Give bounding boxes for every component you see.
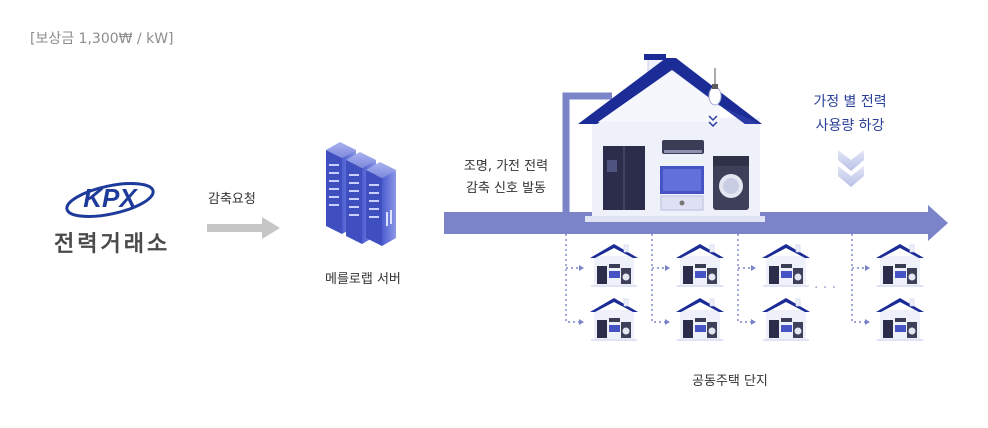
decrease-chevron-icon [838, 150, 864, 187]
small-houses-group [590, 244, 924, 341]
request-label: 감축요청 [208, 192, 256, 207]
apartment-house-icon [876, 244, 924, 287]
distribution-arrowheads [579, 265, 870, 325]
kpx-logo-text: KPX [83, 183, 138, 213]
apartment-house-icon [590, 244, 638, 287]
kpx-name: 전력거래소 [54, 232, 171, 257]
signal-label-line2: 감축 신호 발동 [465, 181, 547, 196]
server-label: 메를로랩 서버 [325, 272, 401, 287]
reduce-label: 가정 별 전력 사용량 하강 [800, 90, 900, 138]
apartment-house-icon [762, 298, 810, 341]
signal-label-line1: 조명, 가전 전력 [463, 159, 549, 174]
apartment-house-icon [590, 298, 638, 341]
kpx-logo: KPX [65, 182, 155, 218]
complex-label: 공동주택 단지 [692, 374, 768, 389]
reduce-label-line2: 사용량 하강 [815, 118, 885, 134]
signal-label: 조명, 가전 전력 감축 신호 발동 [446, 156, 566, 200]
request-arrow [207, 217, 280, 239]
apartment-house-icon [676, 244, 724, 287]
signal-arrow [444, 92, 948, 241]
server-rack-icon [326, 142, 396, 246]
apartment-house-icon [762, 244, 810, 287]
apartment-house-icon [876, 298, 924, 341]
ellipsis: · · · [814, 280, 837, 296]
apartment-house-icon [676, 298, 724, 341]
compensation-caption: [보상금 1,300₩ / kW] [30, 31, 174, 47]
house-icon [578, 54, 765, 222]
distribution-lines [565, 234, 866, 323]
reduce-label-line1: 가정 별 전력 [813, 94, 887, 110]
